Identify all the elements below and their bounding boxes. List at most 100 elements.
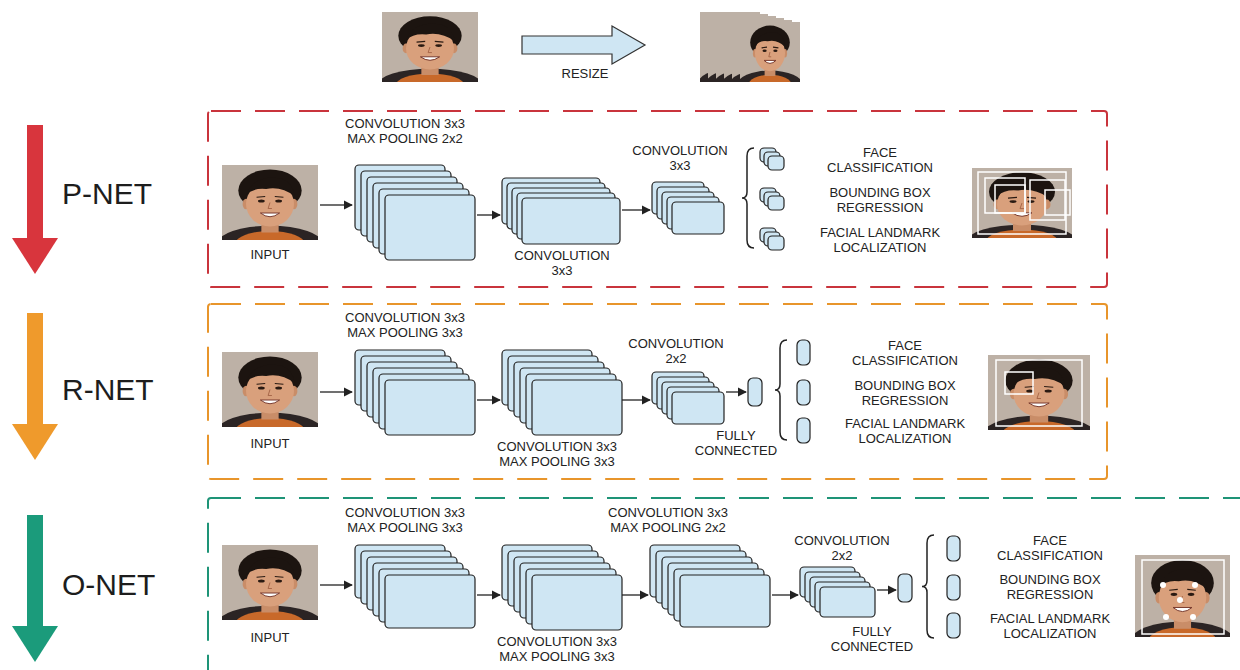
eyebrows	[1025, 386, 1054, 388]
feature-map	[532, 575, 622, 630]
feature-map	[680, 575, 770, 627]
layer-label: FULLY CONNECTED	[822, 624, 922, 654]
label-slot: CONVOLUTION 2x2	[790, 533, 895, 563]
eyebrows	[1169, 589, 1196, 591]
feature-map	[672, 392, 724, 424]
flow-arrow	[320, 204, 352, 205]
eye	[1171, 593, 1178, 596]
feature-map-stack	[355, 350, 475, 435]
feature-map-stack	[650, 545, 770, 627]
photo-background	[222, 352, 318, 427]
label-slot: CONVOLUTION 3x3 MAX POOLING 3x3	[338, 505, 473, 535]
feature-map	[385, 195, 475, 260]
output-block	[947, 536, 960, 561]
nose	[769, 52, 771, 57]
eye	[275, 580, 282, 583]
stage-title-slot: P-NET	[62, 177, 152, 211]
photo-background	[740, 22, 800, 82]
face-photo	[222, 545, 318, 620]
fringe	[997, 180, 1048, 198]
stage-arrow-head	[12, 424, 58, 460]
photo-background	[1135, 555, 1230, 637]
flow-arrow	[622, 209, 650, 210]
output-block	[797, 340, 810, 365]
eye	[258, 580, 265, 583]
stage-arrow-head	[12, 626, 58, 662]
label-slot: CONVOLUTION 3x3	[628, 143, 733, 173]
output-block	[797, 380, 810, 405]
nose	[1037, 393, 1041, 399]
feature-map-stack	[760, 148, 784, 170]
nose	[428, 47, 432, 53]
landmark-dot	[1192, 582, 1198, 588]
face-photo	[222, 352, 318, 427]
photo-background	[972, 168, 1072, 238]
eye	[1028, 200, 1035, 203]
dashed-border	[208, 498, 1240, 670]
feature-map-stack	[502, 350, 622, 435]
flow-arrow	[477, 214, 500, 215]
eye	[773, 50, 777, 52]
eye	[258, 200, 265, 203]
eyebrows	[1008, 197, 1036, 199]
eye	[763, 50, 767, 52]
eyebrows	[762, 47, 779, 49]
label-slot: CONVOLUTION 3x3 MAX POOLING 2x2	[601, 505, 736, 535]
layer-label: BOUNDING BOX REGRESSION	[981, 572, 1119, 602]
face-photo	[972, 168, 1072, 238]
flow-arrow	[477, 399, 500, 400]
stage-title: P-NET	[62, 177, 152, 211]
eye	[435, 44, 442, 47]
label-slot: INPUT	[230, 247, 310, 262]
smile	[420, 57, 439, 61]
stage-arrow-shaft	[27, 515, 43, 628]
eye	[258, 387, 265, 390]
face-photo	[1135, 555, 1230, 637]
photo-background	[222, 545, 318, 620]
layer-label: INPUT	[230, 436, 310, 451]
eye	[275, 387, 282, 390]
label-slot: INPUT	[230, 436, 310, 451]
feature-map	[768, 196, 784, 210]
stage-region: R-NET	[207, 303, 1108, 480]
flow-arrow	[320, 391, 352, 392]
stage-arrow-shaft	[27, 313, 43, 426]
layer-label: CONVOLUTION 3x3	[510, 248, 615, 278]
smile	[1173, 607, 1192, 611]
fringe	[246, 365, 295, 384]
eye	[418, 44, 425, 47]
label-slot: FACIAL LANDMARK LOCALIZATION	[836, 416, 974, 446]
nose	[268, 203, 272, 209]
layer-label: CONVOLUTION 3x3 MAX POOLING 2x2	[338, 116, 473, 146]
dashed-border	[208, 111, 1107, 287]
feature-map-stack	[652, 372, 724, 424]
stage-title-slot: R-NET	[62, 373, 154, 407]
label-slot: CONVOLUTION 3x3 MAX POOLING 2x2	[338, 116, 473, 146]
feature-map	[672, 202, 724, 234]
label-slot: CONVOLUTION 2x2	[624, 336, 729, 366]
detection-box	[985, 178, 1025, 213]
label-slot: FULLY CONNECTED	[686, 428, 786, 458]
detection-box	[996, 360, 1082, 426]
label-slot: FACIAL LANDMARK LOCALIZATION	[811, 225, 949, 255]
fc-block	[898, 574, 912, 602]
eyebrows	[257, 383, 284, 385]
feature-map-stack	[355, 165, 475, 260]
layer-label: CONVOLUTION 3x3 MAX POOLING 2x2	[601, 505, 736, 535]
nose	[268, 583, 272, 589]
flow-arrow	[726, 391, 746, 392]
photo-background	[222, 165, 318, 240]
feature-map	[532, 380, 622, 435]
fringe	[406, 24, 455, 42]
feature-map	[820, 587, 875, 617]
flow-arrow	[772, 594, 798, 595]
stage-title: O-NET	[62, 568, 155, 602]
feature-map	[768, 236, 784, 250]
detection-box	[1030, 180, 1065, 220]
eye	[1010, 200, 1017, 203]
landmark-dot	[1160, 582, 1166, 588]
label-slot: RESIZE	[535, 66, 635, 81]
detection-box	[995, 185, 1025, 213]
feature-map-stack	[760, 228, 784, 250]
